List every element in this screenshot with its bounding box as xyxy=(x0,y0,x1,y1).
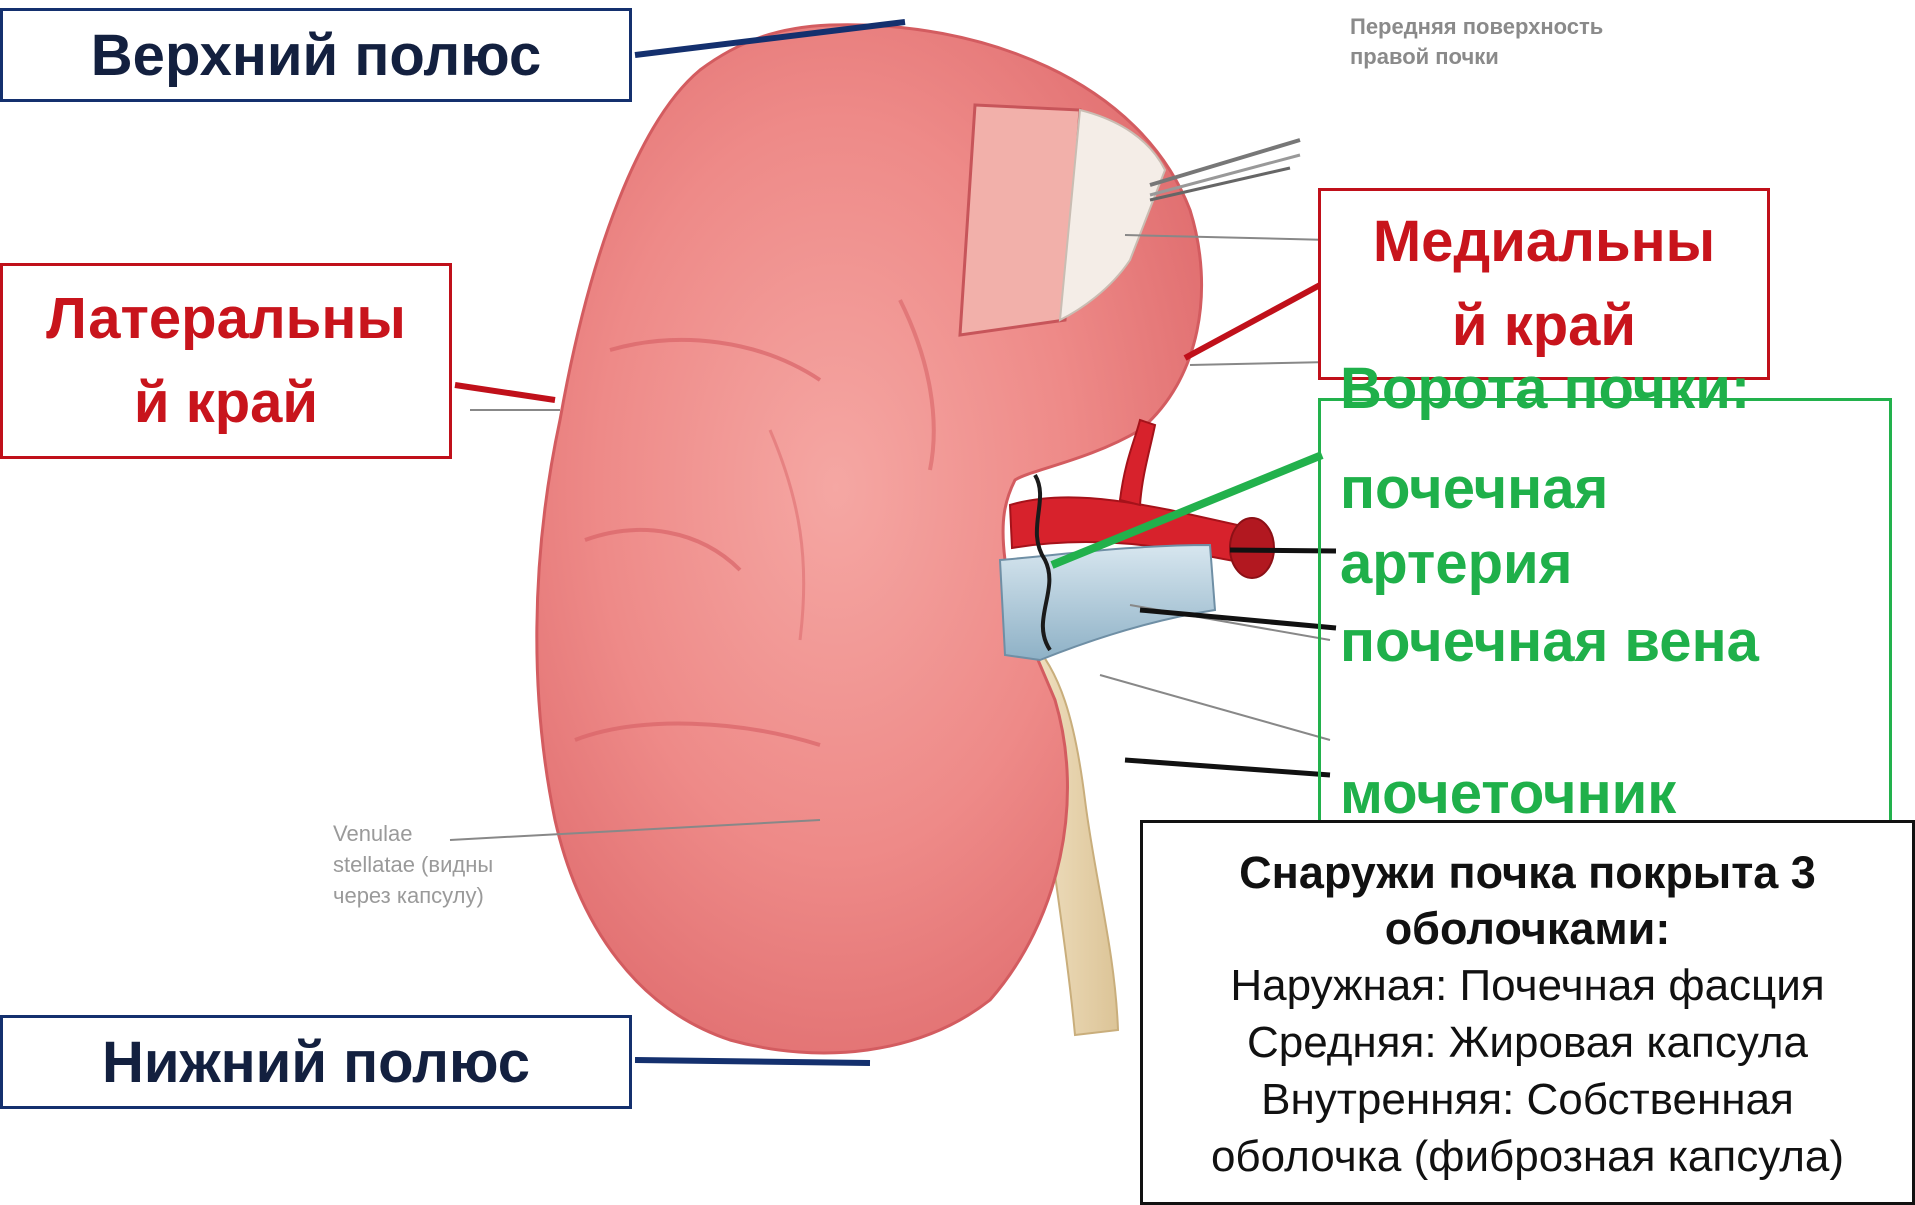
medial-edge-line-1: Медиальны xyxy=(1373,200,1715,284)
venulae-caption-line-2: stellatae (видны xyxy=(333,849,493,880)
medial-edge-label: Медиальны й край xyxy=(1318,188,1770,380)
lateral-edge-label: Латеральны й край xyxy=(0,263,452,459)
info-title-line-2: оболочками: xyxy=(1143,901,1912,957)
lower-pole-label: Нижний полюс xyxy=(0,1015,632,1109)
lateral-edge-line-2: й край xyxy=(134,361,318,445)
venulae-caption-line-3: через капсулу) xyxy=(333,880,493,911)
renal-vein xyxy=(1000,545,1215,660)
source-caption-line-1: Передняя поверхность xyxy=(1350,12,1603,42)
lower-pole-leader xyxy=(635,1060,870,1063)
info-line-outer: Наружная: Почечная фасция xyxy=(1143,957,1912,1014)
info-line-inner-1: Внутренняя: Собственная xyxy=(1143,1071,1912,1128)
hilum-item-vein: почечная вена xyxy=(1340,608,1759,675)
info-title-line-1: Снаружи почка покрыта 3 xyxy=(1143,845,1912,901)
info-line-inner-2: оболочка (фиброзная капсула) xyxy=(1143,1128,1912,1185)
upper-pole-label: Верхний полюс xyxy=(0,8,632,102)
source-caption-line-2: правой почки xyxy=(1350,42,1603,72)
lower-pole-text: Нижний полюс xyxy=(102,1029,530,1096)
pointer-line xyxy=(1100,675,1330,740)
membranes-info-box: Снаружи почка покрыта 3 оболочками: Нару… xyxy=(1140,820,1915,1205)
source-caption: Передняя поверхность правой почки xyxy=(1350,12,1603,72)
hilum-item-ureter: мочеточник xyxy=(1340,760,1676,827)
hilum-item-artery-1: почечная xyxy=(1340,455,1608,522)
venulae-caption-line-1: Venulae xyxy=(333,818,493,849)
lateral-edge-line-1: Латеральны xyxy=(46,277,406,361)
lateral-edge-leader xyxy=(455,385,555,400)
ureter-leader xyxy=(1125,760,1330,775)
upper-pole-text: Верхний полюс xyxy=(91,22,541,89)
pointer-line xyxy=(1190,362,1330,365)
hilum-item-artery-2: артерия xyxy=(1340,530,1573,597)
hilum-title: Ворота почки: xyxy=(1340,355,1750,422)
info-line-middle: Средняя: Жировая капсула xyxy=(1143,1014,1912,1071)
medial-edge-leader xyxy=(1185,285,1320,358)
venulae-caption: Venulae stellatae (видны через капсулу) xyxy=(333,818,493,911)
